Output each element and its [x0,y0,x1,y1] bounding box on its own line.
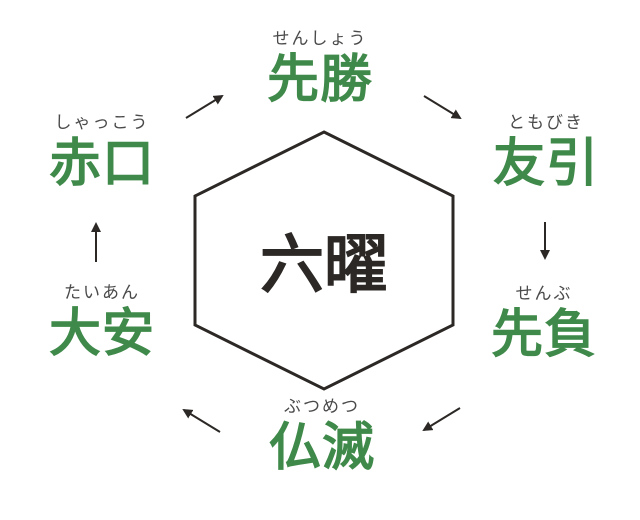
node-reading: せんしょう [272,29,368,49]
arrow-sensho-to-tomobiki [423,95,462,120]
node-kanji: 友引 [492,134,600,194]
node-kanji: 先勝 [266,50,374,110]
center-label: 六曜 [260,229,388,303]
node-reading: ともびき [507,113,584,133]
node-butsumetsu: ぶつめつ 仏滅 [269,396,375,478]
node-reading: ぶつめつ [283,397,360,417]
center-hexagon [193,130,455,391]
node-kanji: 赤口 [48,134,156,194]
node-tomobiki: ともびき 友引 [493,112,599,194]
node-kanji: 大安 [48,304,156,364]
arrow-butsumetsu-to-taian [182,408,221,433]
node-kanji: 先負 [490,305,598,365]
node-senbu: せんぶ 先負 [491,283,597,365]
node-sensho: せんしょう 先勝 [267,28,373,110]
node-reading: しゃっこう [54,113,150,133]
arrow-shakko-to-sensho [185,94,224,119]
arrow-senbu-to-butsumetsu [422,407,461,432]
node-taian: たいあん 大安 [49,282,155,364]
node-reading: たいあん [63,283,140,303]
node-reading: せんぶ [515,284,573,304]
node-shakko: しゃっこう 赤口 [49,112,155,194]
node-kanji: 仏滅 [268,418,376,478]
